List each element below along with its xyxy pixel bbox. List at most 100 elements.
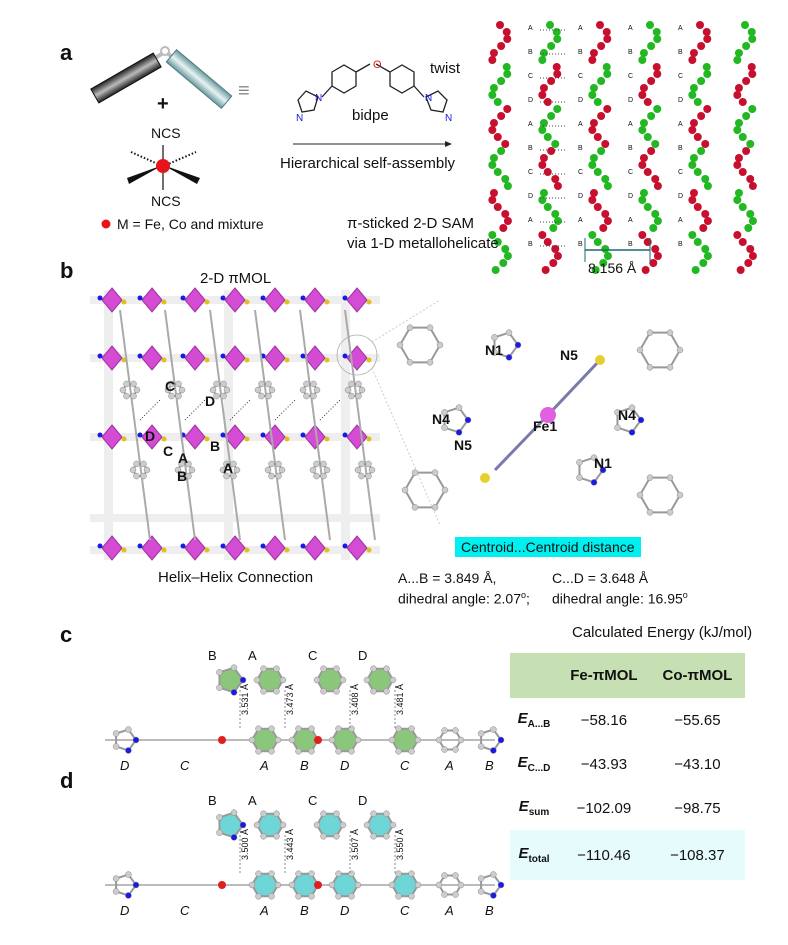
atom bbox=[676, 491, 684, 499]
co-value: −55.65 bbox=[674, 711, 721, 729]
helix-atom bbox=[502, 28, 511, 36]
helix-atom bbox=[746, 140, 755, 148]
atom bbox=[137, 432, 143, 438]
atom bbox=[216, 669, 223, 676]
atom bbox=[497, 736, 505, 744]
atom bbox=[383, 810, 390, 817]
helix-atom bbox=[601, 245, 610, 253]
atom bbox=[383, 833, 390, 840]
atom bbox=[223, 460, 230, 468]
assembly-label: Hierarchical self-assembly bbox=[280, 155, 456, 172]
atom bbox=[666, 509, 674, 516]
atom bbox=[389, 821, 397, 829]
helix-atom bbox=[589, 119, 598, 127]
atom bbox=[97, 543, 103, 549]
atom bbox=[185, 472, 192, 480]
atom bbox=[590, 479, 598, 486]
helix-atom bbox=[689, 154, 698, 162]
atom bbox=[180, 295, 186, 301]
atom bbox=[342, 543, 348, 549]
helix-atom bbox=[543, 133, 552, 141]
row-label: E bbox=[518, 845, 529, 862]
helix-atom bbox=[589, 84, 598, 92]
helix-atom bbox=[696, 21, 704, 29]
table-header-row: Fe-πMOL Co-πMOL bbox=[510, 653, 745, 698]
helix-atom bbox=[733, 91, 742, 99]
helix-atom bbox=[499, 259, 508, 267]
atom bbox=[260, 810, 267, 817]
atom bbox=[274, 881, 282, 889]
helix-atom bbox=[741, 21, 749, 29]
atom bbox=[123, 392, 130, 400]
helix-atom bbox=[501, 140, 510, 148]
octahedron-icon bbox=[264, 287, 286, 313]
atom bbox=[324, 547, 330, 553]
helix-atom bbox=[746, 175, 755, 183]
atom bbox=[354, 736, 362, 744]
structure-label: A bbox=[628, 25, 633, 32]
atom bbox=[328, 881, 336, 889]
grid-bar bbox=[224, 290, 233, 560]
atom bbox=[253, 676, 261, 684]
grid-label: A bbox=[223, 460, 234, 476]
ring bbox=[250, 872, 280, 898]
helix-atom bbox=[733, 56, 742, 64]
atom bbox=[260, 688, 267, 695]
atom bbox=[396, 341, 404, 349]
octahedron-icon bbox=[264, 424, 286, 450]
atom bbox=[220, 353, 226, 359]
helix-atom bbox=[748, 105, 757, 113]
atom bbox=[431, 469, 439, 476]
structure-label: A bbox=[528, 25, 533, 32]
atom bbox=[333, 688, 340, 695]
atom bbox=[219, 466, 227, 474]
ring bbox=[315, 667, 345, 693]
stacking-line bbox=[139, 399, 161, 421]
atom bbox=[313, 386, 321, 394]
atom bbox=[457, 736, 465, 744]
atom bbox=[599, 466, 607, 474]
structure-label: A bbox=[259, 903, 269, 918]
helix-atom bbox=[748, 252, 757, 260]
helix-atom bbox=[702, 28, 711, 36]
helix-atom bbox=[552, 28, 561, 36]
atom bbox=[121, 436, 127, 442]
atom bbox=[355, 380, 362, 388]
helix-atom bbox=[503, 35, 512, 43]
ring bbox=[330, 872, 360, 898]
atom bbox=[477, 888, 485, 895]
helix-atom bbox=[543, 238, 552, 246]
octahedron-icon bbox=[304, 424, 326, 450]
helix-atom bbox=[547, 112, 556, 120]
helix-atom bbox=[738, 203, 747, 211]
helix-atom bbox=[497, 112, 506, 120]
helix-atom bbox=[588, 126, 597, 134]
atom bbox=[112, 875, 120, 882]
atom bbox=[320, 810, 327, 817]
atom bbox=[408, 725, 415, 732]
atom bbox=[216, 684, 223, 691]
atom bbox=[348, 870, 355, 877]
atom bbox=[490, 892, 497, 899]
nitrogen-atom-label: N bbox=[425, 93, 432, 104]
atom bbox=[370, 688, 377, 695]
atom bbox=[408, 893, 415, 900]
structure-label: B bbox=[678, 241, 683, 248]
helix-atom bbox=[539, 154, 548, 162]
helix-atom bbox=[502, 63, 511, 71]
column-header bbox=[510, 653, 558, 698]
atom bbox=[178, 386, 186, 394]
helix-atom bbox=[539, 119, 548, 127]
structure-label: B bbox=[628, 49, 633, 56]
helix-atom bbox=[549, 224, 558, 232]
helix-atom bbox=[547, 42, 556, 50]
atom bbox=[335, 725, 342, 732]
structure-label: B bbox=[300, 903, 309, 918]
structure-label: C bbox=[678, 169, 683, 176]
helix-atom bbox=[652, 28, 661, 36]
helix-atom bbox=[489, 154, 498, 162]
helix-atom bbox=[651, 140, 660, 148]
atom bbox=[244, 299, 250, 305]
structure-label: C bbox=[578, 73, 583, 80]
structure-label: A bbox=[628, 217, 633, 224]
